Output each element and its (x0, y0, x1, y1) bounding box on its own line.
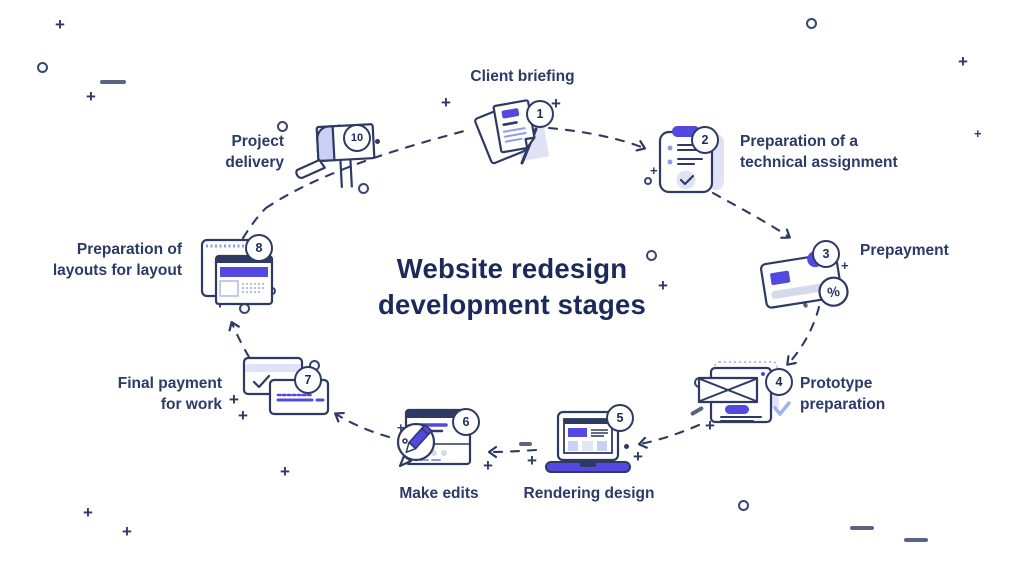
stage-label: Project delivery (225, 133, 284, 172)
plus-decoration-icon: + (280, 462, 290, 481)
plus-decoration-icon: + (527, 451, 537, 470)
percent-icon: % (826, 283, 841, 301)
plus-decoration-icon: + (397, 420, 405, 435)
connector-10-1 (264, 128, 470, 210)
circle-decoration-icon (806, 18, 817, 29)
connector-4-5 (640, 423, 701, 444)
plus-decoration-icon: + (483, 456, 493, 475)
plus-decoration-icon: + (83, 503, 93, 522)
laptop-icon (545, 410, 631, 473)
circle-decoration-icon (646, 250, 657, 261)
connector-3-4 (788, 305, 821, 364)
stage-label: Preparation of a technical assignment (740, 133, 898, 172)
stage-number-badge: 2 (691, 126, 719, 154)
connector-7-8 (232, 323, 251, 359)
circle-decoration-icon (37, 62, 48, 73)
plus-decoration-icon: + (55, 15, 65, 34)
plus-decoration-icon: + (650, 163, 658, 178)
circle-decoration-icon (358, 183, 369, 194)
plus-decoration-icon: + (705, 416, 715, 435)
stage-label: Prototype preparation (800, 375, 886, 414)
diagram-title: Website redesign development stages (378, 253, 646, 321)
dash-decoration-icon (519, 442, 532, 446)
stage-label: Make edits (399, 485, 479, 502)
stage-label: Rendering design (523, 485, 655, 502)
plus-decoration-icon: + (633, 447, 643, 466)
dot-decoration-icon (375, 139, 380, 144)
plus-decoration-icon: + (958, 52, 968, 71)
stage-label: Client briefing (470, 68, 575, 85)
mailbox-icon (295, 123, 376, 188)
plus-decoration-icon: + (238, 406, 248, 425)
stage-number-badge: 7 (294, 366, 322, 394)
connector-8-10 (241, 207, 267, 240)
stage-label: Prepayment (860, 242, 949, 259)
plus-decoration-icon: + (229, 390, 239, 409)
stage-number-badge: 8 (245, 234, 273, 262)
plus-decoration-icon: + (122, 522, 132, 541)
connector-6-7 (336, 414, 391, 439)
plus-decoration-icon: + (86, 87, 96, 106)
plus-decoration-icon: + (441, 93, 451, 112)
clipboard-icon (658, 126, 724, 194)
stage-number-badge: 3 (812, 240, 840, 268)
stage-number-badge: 6 (452, 408, 480, 436)
stage-number-badge: 1 (526, 100, 554, 128)
plus-decoration-icon: + (974, 126, 982, 141)
plus-decoration-icon: + (841, 258, 849, 273)
dash-decoration-icon (904, 538, 928, 542)
stage-number-badge: 4 (765, 368, 793, 396)
stage-label: Preparation of layouts for layout (52, 241, 182, 280)
dash-decoration-icon (850, 526, 874, 530)
stage-label: Final payment for work (117, 375, 222, 414)
circle-decoration-icon (277, 121, 288, 132)
plus-decoration-icon: + (658, 276, 668, 295)
plus-decoration-icon: + (551, 94, 561, 113)
circle-decoration-icon (738, 500, 749, 511)
documents-icon (474, 99, 549, 165)
wireframe-icon (697, 361, 791, 424)
circle-decoration-icon (644, 177, 652, 185)
browser-windows-icon (200, 238, 274, 306)
credit-card-icon: % (760, 251, 849, 309)
connector-5-6 (490, 450, 538, 452)
stage-number-badge: 10 (343, 124, 371, 152)
dash-decoration-icon (100, 80, 126, 84)
dot-decoration-icon (624, 444, 629, 449)
stage-number-badge: 5 (606, 404, 634, 432)
connector-1-2 (547, 126, 644, 148)
